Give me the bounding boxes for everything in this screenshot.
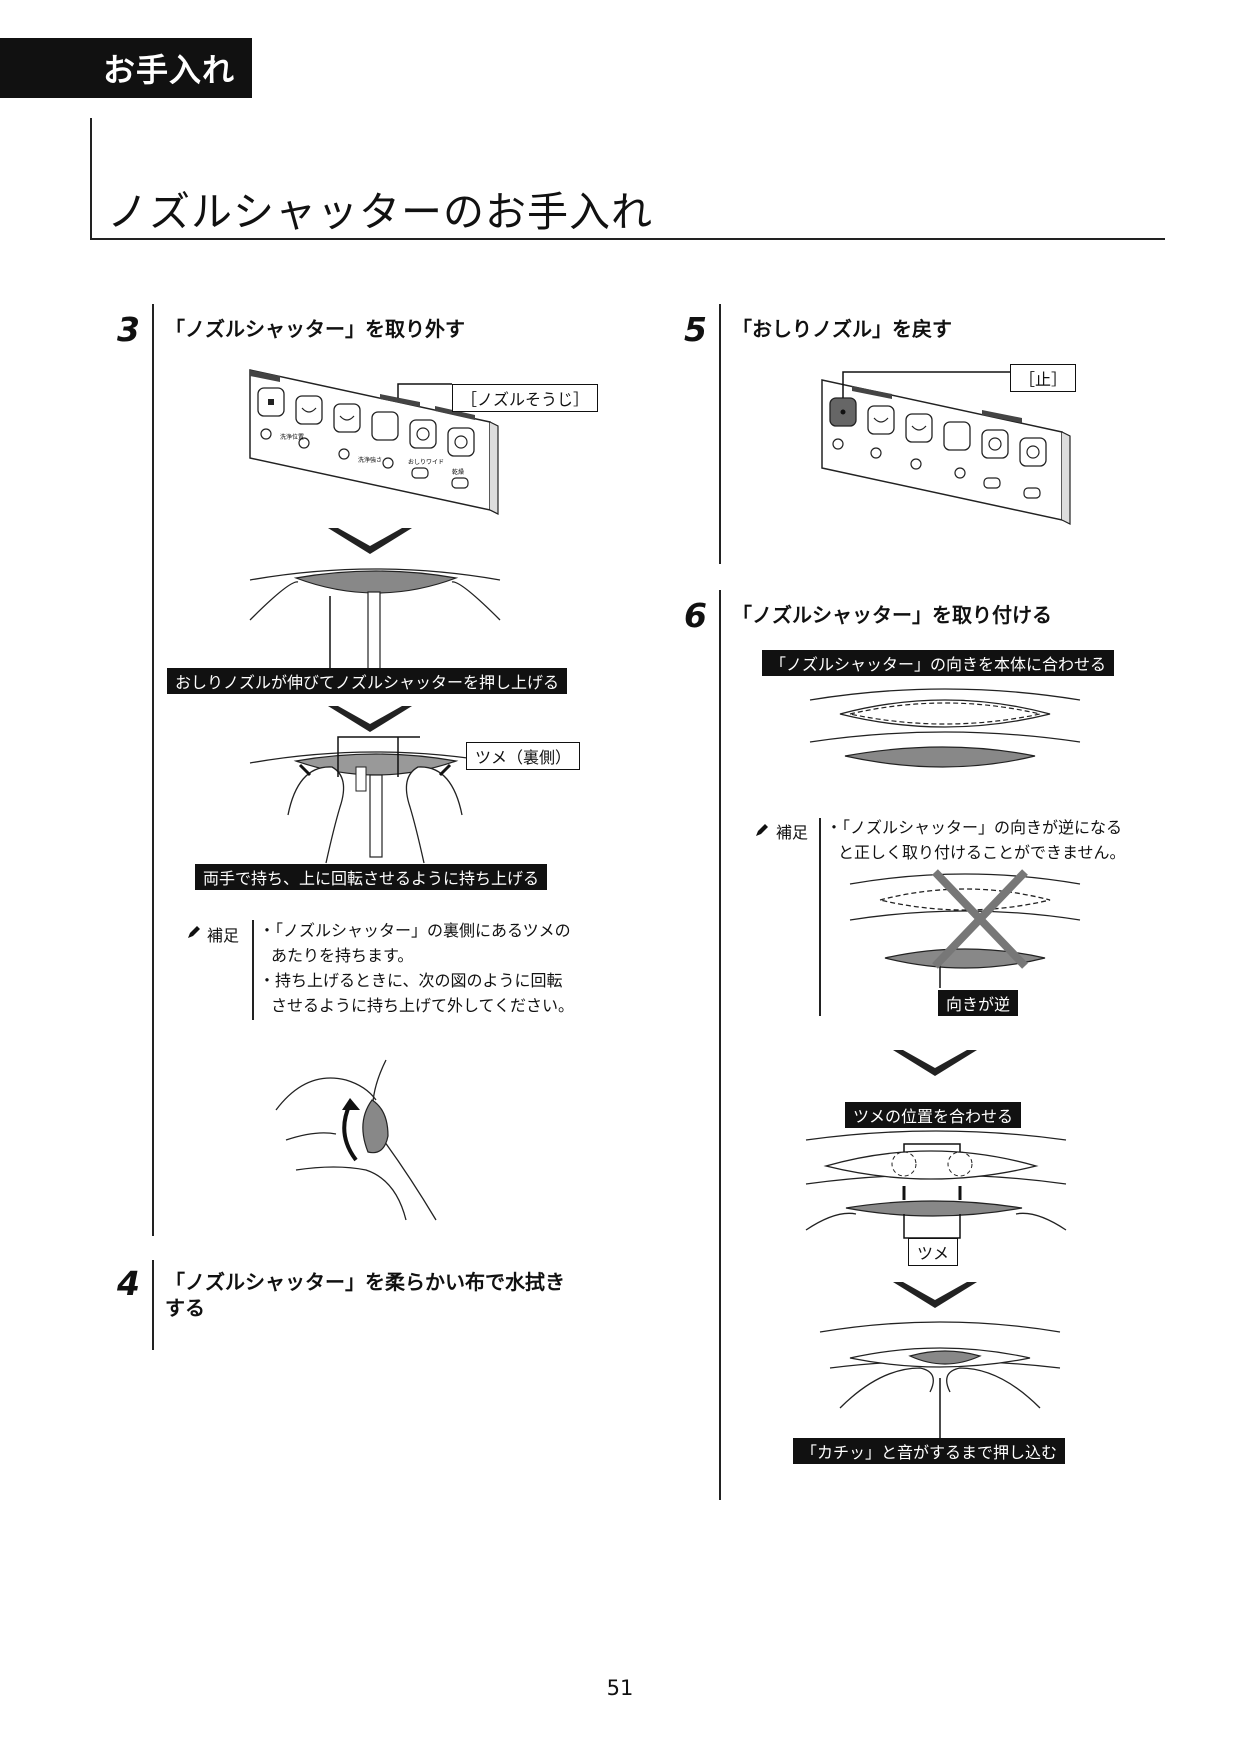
step-4-rule xyxy=(152,1260,154,1350)
label-nozzle-clean: ［ノズルそうじ］ xyxy=(452,384,599,412)
curved-arrow-icon xyxy=(342,1103,358,1162)
note-step3-line-2: あたりを持ちます。 xyxy=(271,946,414,965)
note-rule-step6 xyxy=(819,818,821,1016)
cross-icon xyxy=(932,869,1028,969)
step-4-title: 「ノズルシャッター」を柔らかい布で水拭き する xyxy=(165,1269,565,1321)
step-3-rule xyxy=(152,304,154,1236)
swirl-large-icon xyxy=(988,437,1002,451)
right-hand xyxy=(405,766,463,864)
step-number-5: 5 xyxy=(684,310,707,349)
shutter-part xyxy=(844,746,1036,768)
down-arrow-icon xyxy=(893,1050,977,1076)
page-title: ノズルシャッターのお手入れ xyxy=(107,188,653,236)
step-5-rule xyxy=(719,304,721,564)
step-6-title: 「ノズルシャッター」を取り付ける xyxy=(732,603,1052,627)
push-in-illustration xyxy=(819,1321,1061,1446)
swirl-large-icon xyxy=(416,427,430,441)
note-rule-step3 xyxy=(252,920,254,1020)
title-rule-horizontal xyxy=(90,238,1165,240)
note-step6: ・「ノズルシャッター」の向きが逆になる と正しく取り付けることができません。 xyxy=(826,815,1136,865)
caption-align: 「ノズルシャッター」の向きを本体に合わせる xyxy=(762,650,1115,676)
stop-icon xyxy=(268,399,274,405)
label-stop: ［止］ xyxy=(1010,364,1077,392)
hands-lifting-illustration xyxy=(249,736,501,864)
title-rule-vertical xyxy=(90,118,92,240)
swirl-small-icon xyxy=(1026,445,1040,459)
caption-tab-position: ツメの位置を合わせる xyxy=(845,1102,1022,1128)
caption-push-up: おしりノズルが伸びてノズルシャッターを押し上げる xyxy=(167,668,568,694)
remote-control-illustration-stop xyxy=(821,371,1071,525)
nozzle-shape xyxy=(367,591,381,671)
reverse-shutter-illustration xyxy=(849,869,1081,988)
label-tab-back: ツメ（裏側） xyxy=(466,742,581,770)
oshiri-button[interactable] xyxy=(867,405,895,435)
bidet-button[interactable] xyxy=(371,411,399,441)
remote-label-dry: 乾燥 xyxy=(452,468,464,476)
strength-minus-button[interactable] xyxy=(338,448,350,460)
note-step3: ・「ノズルシャッター」の裏側にあるツメの あたりを持ちます。 ・持ち上げるときに… xyxy=(259,918,579,1018)
note-step3-line-3: ・持ち上げるときに、次の図のように回転 xyxy=(259,971,563,990)
caption-lift: 両手で持ち、上に回転させるように持ち上げる xyxy=(195,864,548,890)
hands-shape xyxy=(839,1367,1041,1409)
note-label-step3: 補足 xyxy=(207,926,240,945)
mild-button[interactable] xyxy=(905,413,933,443)
mild-button[interactable] xyxy=(333,403,361,433)
caption-click: 「カチッ」と音がするまで押し込む xyxy=(793,1438,1066,1464)
step-5-title: 「おしりノズル」を戻す xyxy=(732,317,952,341)
position-plus-button[interactable] xyxy=(298,437,310,449)
label-tab: ツメ xyxy=(908,1238,959,1266)
note-step6-line-1: ・「ノズルシャッター」の向きが逆になる xyxy=(826,818,1123,837)
strength-plus-button[interactable] xyxy=(382,457,394,469)
remote-label-strength: 洗浄強さ xyxy=(358,456,382,464)
step-6-rule xyxy=(719,590,721,1500)
position-minus-button[interactable] xyxy=(260,428,272,440)
bidet-button[interactable] xyxy=(943,421,971,451)
pencil-icon xyxy=(756,824,768,836)
nozzle-shutter-shape xyxy=(293,570,459,594)
oshiri-icon xyxy=(301,407,317,413)
flush-large-button[interactable] xyxy=(409,419,437,449)
stop-icon xyxy=(840,409,846,415)
tab-align-illustration xyxy=(805,1130,1067,1239)
note-step6-line-2: と正しく取り付けることができません。 xyxy=(838,843,1126,862)
caption-reverse: 向きが逆 xyxy=(938,990,1019,1016)
flush-small-button[interactable] xyxy=(447,427,475,457)
section-tab: お手入れ xyxy=(0,38,252,98)
note-step3-line-4: させるように持ち上げて外してください。 xyxy=(271,996,575,1015)
flush-small-button[interactable] xyxy=(1019,437,1047,467)
page-number: 51 xyxy=(606,1676,634,1700)
rotate-arrow-icon xyxy=(298,763,452,777)
remote-label-wide: おしりワイド xyxy=(408,459,444,466)
step-4-title-line-1: 「ノズルシャッター」を柔らかい布で水拭き xyxy=(165,1270,565,1294)
note-step3-line-1: ・「ノズルシャッター」の裏側にあるツメの xyxy=(259,921,571,940)
note-label-step6: 補足 xyxy=(776,823,809,842)
step-number-4: 4 xyxy=(117,1264,140,1303)
nozzle-pushup-illustration xyxy=(249,568,501,671)
step-4-title-line-2: する xyxy=(165,1296,205,1320)
pencil-icon xyxy=(188,926,200,938)
dry-button[interactable] xyxy=(451,477,469,489)
step-number-3: 3 xyxy=(117,310,140,349)
mild-icon xyxy=(339,415,355,421)
step-number-6: 6 xyxy=(684,596,707,635)
remote-control-illustration: 洗浄位置 洗浄強さ おしりワイド 乾燥 xyxy=(249,369,499,515)
wide-button[interactable] xyxy=(411,467,429,479)
rotate-lift-illustration xyxy=(275,1059,437,1221)
down-arrow-icon xyxy=(328,528,412,554)
down-arrow-icon xyxy=(893,1282,977,1308)
oshiri-button[interactable] xyxy=(295,395,323,425)
align-shutter-illustration xyxy=(809,688,1081,768)
down-arrow-icon xyxy=(328,706,412,732)
remote-label-position: 洗浄位置 xyxy=(280,433,304,441)
step-3-title: 「ノズルシャッター」を取り外す xyxy=(165,317,465,341)
up-arrow-icon xyxy=(902,1186,962,1200)
flush-large-button[interactable] xyxy=(981,429,1009,459)
left-hand xyxy=(287,766,345,864)
swirl-small-icon xyxy=(454,435,468,449)
